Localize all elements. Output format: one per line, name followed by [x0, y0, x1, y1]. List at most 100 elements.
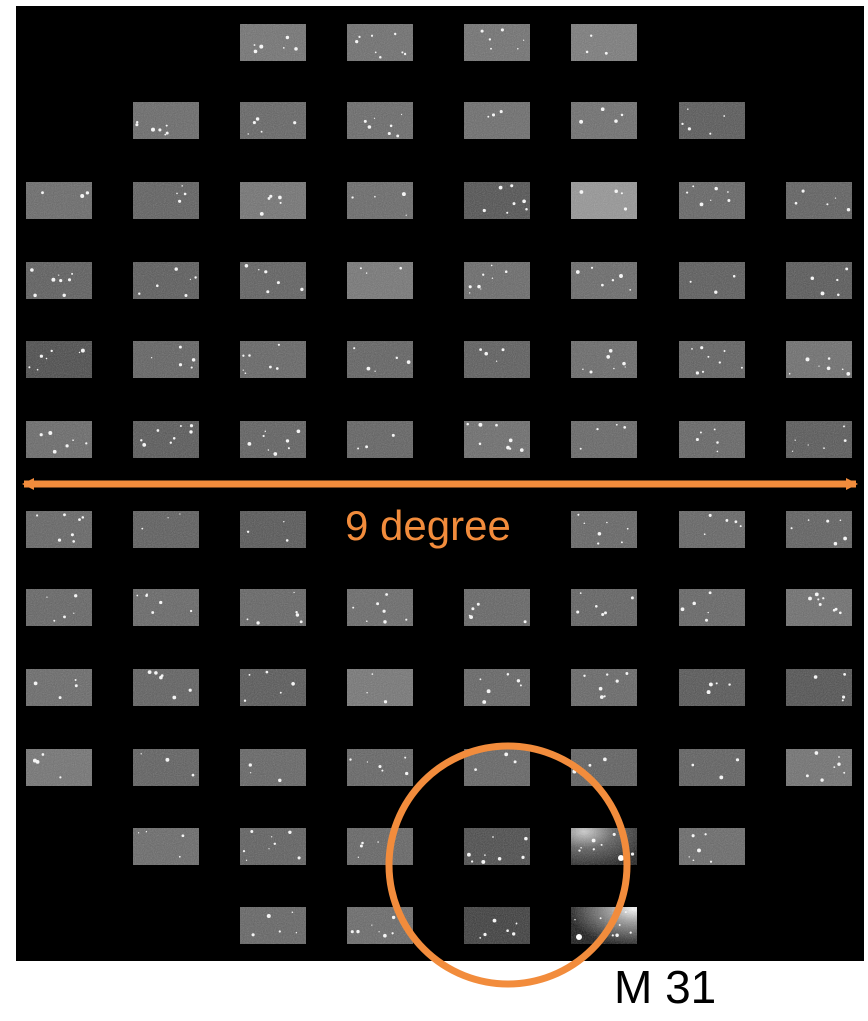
star: [360, 845, 363, 848]
star: [378, 931, 379, 932]
star: [280, 202, 282, 204]
star: [520, 684, 522, 686]
tile-grain: [464, 828, 530, 865]
star: [719, 775, 723, 779]
star: [592, 839, 596, 843]
star: [583, 675, 585, 677]
star: [492, 836, 494, 838]
star: [474, 768, 477, 771]
star: [707, 690, 711, 694]
star: [59, 279, 62, 282]
star: [146, 593, 148, 595]
star: [136, 121, 138, 123]
star: [295, 611, 297, 613]
star: [484, 854, 486, 856]
star: [267, 914, 271, 918]
star: [827, 366, 831, 370]
star: [274, 843, 276, 845]
star: [815, 751, 819, 755]
star: [58, 274, 59, 275]
star: [727, 191, 729, 193]
tile-grain: [240, 341, 306, 378]
tile-grain: [464, 182, 530, 219]
star: [577, 514, 579, 516]
star: [356, 930, 359, 933]
star: [278, 779, 281, 782]
bright-star: [576, 934, 582, 940]
tile-grain: [679, 421, 745, 458]
star: [291, 682, 295, 686]
star: [490, 48, 492, 50]
tile-grain: [133, 749, 199, 786]
star: [391, 932, 393, 934]
star: [286, 439, 289, 442]
star: [826, 520, 829, 523]
star: [700, 346, 703, 349]
tile-grain: [679, 828, 745, 865]
star: [576, 610, 579, 613]
star: [710, 200, 711, 201]
star: [836, 279, 838, 281]
star: [283, 521, 284, 522]
star: [75, 679, 77, 681]
tile-grain: [26, 341, 92, 378]
star: [256, 117, 259, 120]
star: [808, 597, 812, 601]
star: [843, 772, 845, 774]
star: [705, 619, 708, 622]
tile-grain: [240, 421, 306, 458]
star: [375, 52, 377, 54]
star: [300, 288, 303, 291]
tile-grain: [464, 589, 530, 626]
star: [593, 848, 595, 850]
star: [300, 620, 303, 623]
star: [74, 594, 77, 597]
star: [254, 50, 258, 54]
star: [844, 439, 847, 442]
star: [392, 916, 395, 919]
star: [264, 270, 267, 273]
tile-grain: [240, 24, 306, 61]
star: [693, 859, 695, 861]
star: [381, 770, 383, 772]
star: [524, 620, 527, 623]
tile-grain: [464, 102, 530, 139]
star: [73, 613, 74, 614]
star: [612, 934, 614, 936]
star: [296, 932, 297, 933]
star: [246, 860, 247, 861]
star: [390, 125, 393, 128]
star: [278, 196, 282, 200]
star: [404, 53, 406, 55]
star: [159, 676, 163, 680]
star: [189, 689, 192, 692]
star: [249, 763, 252, 766]
star: [692, 602, 696, 606]
tile-grain: [26, 749, 92, 786]
star: [366, 272, 367, 273]
star: [401, 51, 403, 53]
star: [606, 355, 610, 359]
star: [522, 199, 526, 203]
star: [493, 919, 497, 923]
star: [280, 692, 282, 694]
star: [477, 603, 480, 606]
star: [146, 831, 147, 832]
star: [708, 612, 709, 613]
tile-grain: [347, 421, 413, 458]
star: [296, 613, 299, 616]
star: [714, 428, 716, 430]
tile-grain: [133, 828, 199, 865]
star: [600, 917, 602, 919]
star: [252, 933, 255, 936]
star: [164, 134, 166, 136]
star: [588, 764, 591, 767]
star: [507, 673, 510, 676]
star: [601, 613, 604, 616]
star: [517, 679, 520, 682]
star: [843, 673, 846, 676]
star: [469, 615, 473, 619]
star: [466, 423, 469, 426]
star: [376, 602, 379, 605]
star: [360, 267, 362, 269]
